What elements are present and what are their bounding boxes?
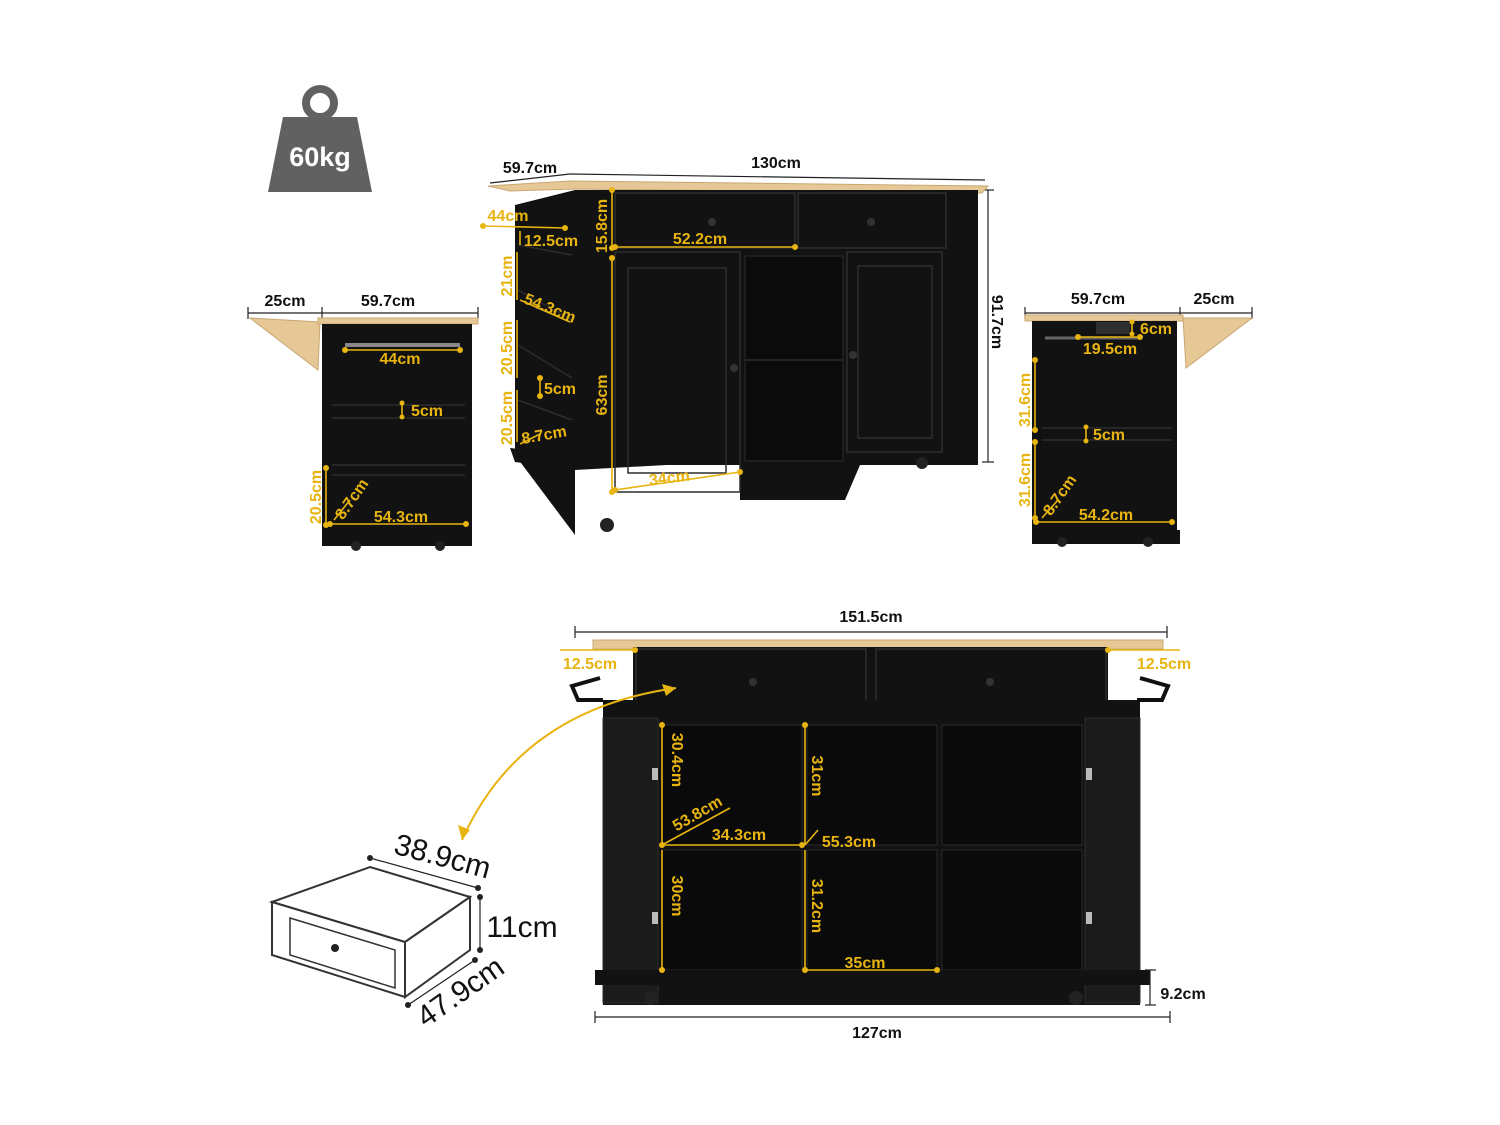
left-side-view: 25cm 59.7cm 44cm 5cm 20.5cm 8.7cm 54.3cm bbox=[247, 293, 479, 551]
left-gap-label: 5cm bbox=[411, 403, 443, 420]
front-shelf-h3: 20.5cm bbox=[499, 391, 516, 445]
open-total-width: 151.5cm bbox=[839, 609, 902, 626]
front-drawer-height: 15.8cm bbox=[594, 199, 611, 253]
open-right-margin: 12.5cm bbox=[1137, 656, 1191, 673]
front-depth-label: 59.7cm bbox=[503, 160, 557, 177]
left-bar-label: 44cm bbox=[380, 351, 421, 368]
drawer-height: 11cm bbox=[486, 911, 557, 944]
open-center-depth: 55.3cm bbox=[822, 834, 876, 851]
right-outlet-width: 19.5cm bbox=[1083, 341, 1137, 358]
right-gap-label: 5cm bbox=[1093, 427, 1125, 444]
front-shelf-h2: 20.5cm bbox=[499, 321, 516, 375]
front-view: 59.7cm 130cm 91.7cm bbox=[480, 155, 1005, 535]
left-depth-inner: 54.3cm bbox=[374, 509, 428, 526]
weight-icon: 60kg bbox=[268, 85, 372, 192]
front-height-label: 91.7cm bbox=[988, 295, 1005, 349]
front-shelf-gap: 5cm bbox=[544, 381, 576, 398]
left-depth-label: 59.7cm bbox=[361, 293, 415, 310]
open-center-lower-h: 31.2cm bbox=[808, 879, 825, 933]
open-left-margin: 12.5cm bbox=[563, 656, 617, 673]
front-door-width: 34cm bbox=[648, 468, 691, 490]
open-center-width: 35cm bbox=[845, 955, 886, 972]
open-left-width: 34.3cm bbox=[712, 827, 766, 844]
right-lower-height: 31.6cm bbox=[1017, 453, 1034, 507]
right-outlet-label: 6cm bbox=[1140, 321, 1172, 338]
open-clearance: 9.2cm bbox=[1160, 986, 1205, 1003]
open-body-width: 127cm bbox=[852, 1025, 902, 1042]
front-cabinet-height: 63cm bbox=[594, 375, 611, 416]
open-left-compartment-h: 30.4cm bbox=[668, 733, 685, 787]
front-width-label: 130cm bbox=[751, 155, 801, 172]
front-shelf-h1: 21cm bbox=[499, 256, 516, 297]
right-depth-label: 59.7cm bbox=[1071, 291, 1125, 308]
front-side-margin: 12.5cm bbox=[524, 233, 578, 250]
weight-label: 60kg bbox=[289, 142, 351, 172]
left-height-label: 20.5cm bbox=[308, 470, 325, 524]
left-leaf-label: 25cm bbox=[265, 293, 306, 310]
front-towel-bar: 44cm bbox=[488, 208, 529, 225]
right-depth-inner: 54.2cm bbox=[1079, 507, 1133, 524]
right-leaf-label: 25cm bbox=[1194, 291, 1235, 308]
right-side-view: 59.7cm 25cm 6cm 19.5cm 31.6cm 5cm 31.6cm… bbox=[1017, 291, 1254, 547]
front-drawer-width: 52.2cm bbox=[673, 231, 727, 248]
open-view: 151.5cm 12.5cm bbox=[560, 609, 1206, 1042]
open-center-upper-h: 31cm bbox=[808, 756, 825, 797]
right-upper-height: 31.6cm bbox=[1017, 373, 1034, 427]
open-left-lower-h: 30cm bbox=[668, 876, 685, 917]
